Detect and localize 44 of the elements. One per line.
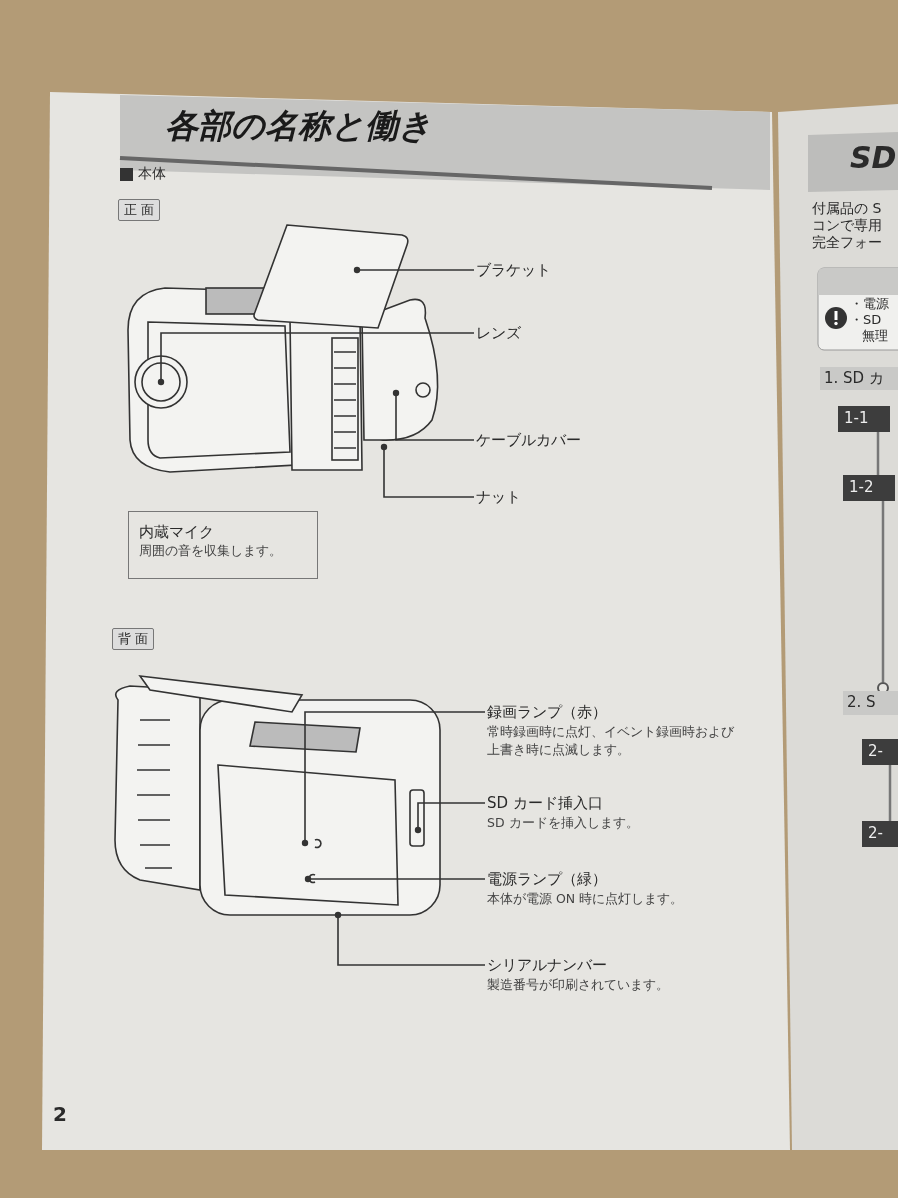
- leader-line: [380, 443, 475, 498]
- leader-line: [301, 711, 486, 847]
- section-band: 1. SD カ: [820, 367, 898, 390]
- part-label: SD カード挿入口: [487, 793, 604, 813]
- part-description: 本体が電源 ON 時に点灯します。: [487, 890, 685, 908]
- leader-line: [353, 266, 475, 274]
- part-label: ブラケット: [476, 260, 551, 280]
- step-number-box: 1-2: [843, 475, 895, 501]
- intro-text: コンで専用: [812, 217, 882, 235]
- note-heading: 内蔵マイク: [139, 522, 215, 542]
- step-connector-line: [876, 432, 880, 475]
- intro-text: 完全フォー: [812, 234, 882, 252]
- part-label: ナット: [476, 487, 521, 507]
- leader-line: [304, 875, 486, 883]
- step-connector-line: [881, 501, 885, 682]
- step-number-box: 1-1: [838, 406, 890, 432]
- leader-line: [414, 802, 486, 834]
- section-heading: 本体: [138, 165, 166, 183]
- part-description: 製造番号が印刷されています。: [487, 976, 670, 994]
- page-title: SD: [850, 140, 897, 175]
- intro-text: 付属品の S: [812, 200, 882, 218]
- warning-text: 無理: [861, 328, 889, 344]
- leader-line: [157, 332, 475, 386]
- page-title: 各部の名称と働き: [165, 105, 432, 147]
- warning-text: ・SD: [850, 312, 883, 328]
- section-band: 2. S: [843, 691, 898, 715]
- note-box: [128, 511, 318, 579]
- page-number: 2: [53, 1102, 67, 1126]
- part-label: ケーブルカバー: [476, 430, 581, 450]
- note-text: 周囲の音を収集します。: [139, 542, 283, 560]
- part-description: SD カードを挿入します。: [487, 814, 640, 832]
- step-number-box: 2-: [862, 739, 898, 765]
- part-description: 常時録画時に点灯、イベント録画時および上書き時に点滅します。: [487, 723, 735, 759]
- part-label: 電源ランプ（緑）: [487, 869, 608, 889]
- part-label: 録画ランプ（赤）: [487, 702, 608, 722]
- part-label: レンズ: [476, 323, 521, 343]
- view-label-tab: 背 面: [112, 628, 155, 650]
- view-label-tab: 正 面: [118, 199, 161, 221]
- leader-line: [334, 911, 486, 966]
- step-number-box: 2-: [862, 821, 898, 847]
- leader-line: [392, 389, 475, 441]
- part-label: シリアルナンバー: [487, 955, 608, 975]
- step-connector-line: [888, 765, 892, 821]
- warning-text: ・電源: [850, 296, 889, 312]
